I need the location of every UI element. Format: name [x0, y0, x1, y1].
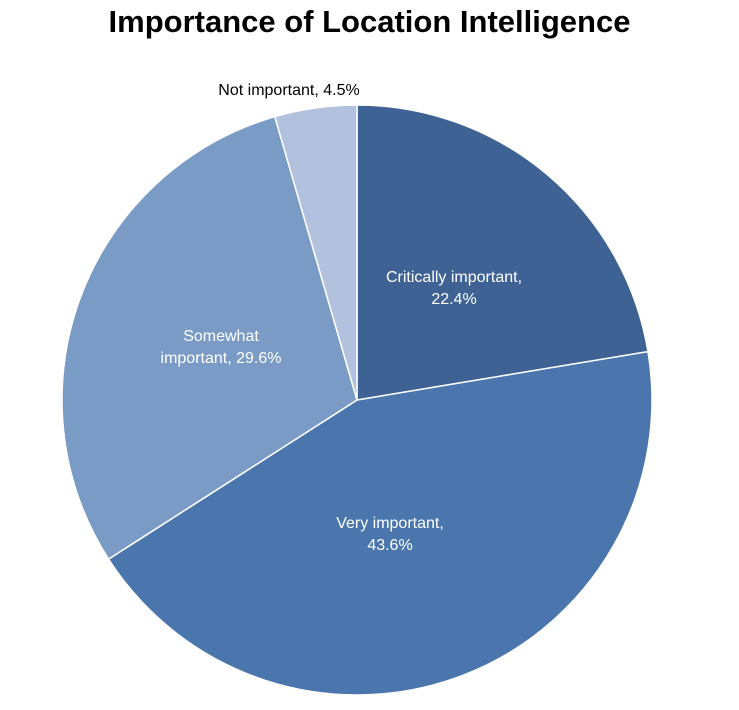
slice-label-line: Not important, 4.5%: [218, 82, 359, 99]
slice-label-line: 43.6%: [367, 537, 412, 554]
chart-title: Importance of Location Intelligence: [108, 4, 631, 39]
slice-label-not-important: Not important, 4.5%: [218, 82, 359, 99]
slice-label-line: important, 29.6%: [161, 350, 282, 367]
pie-slice-somewhat-important: [61, 115, 358, 560]
slice-label-line: Very important,: [336, 515, 444, 532]
slice-label-very-important: Very important, 43.6%: [336, 515, 444, 554]
pie-slice-critically-important: [356, 104, 649, 401]
slice-label-line: Somewhat: [183, 328, 259, 345]
pie-slice-not-important: [274, 104, 358, 401]
slice-label-critically-important: Critically important, 22.4%: [386, 269, 522, 308]
pie-slice-very-important: [107, 350, 653, 696]
slice-label-somewhat-important: Somewhat important, 29.6%: [161, 328, 282, 367]
slice-label-line: 22.4%: [431, 291, 476, 308]
slice-label-line: Critically important,: [386, 269, 522, 286]
pie-labels: Critically important, 22.4% Very important…: [161, 82, 522, 554]
pie-slices: [61, 104, 653, 696]
